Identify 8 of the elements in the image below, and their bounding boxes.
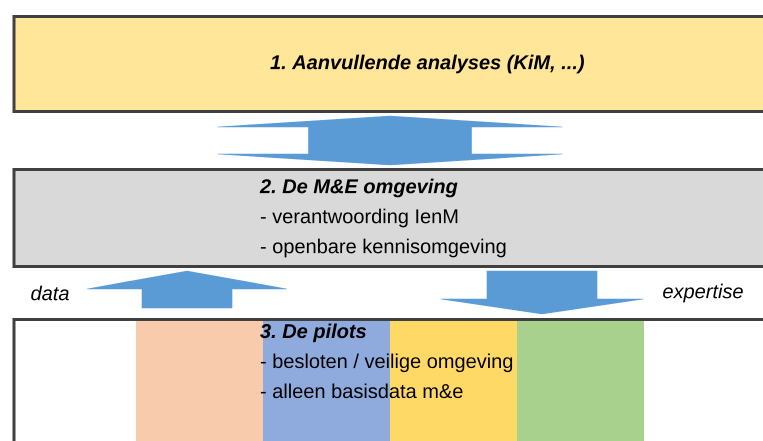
- double-block-arrow: [217, 116, 563, 166]
- block-arrow: [440, 270, 644, 314]
- block-arrow: [86, 270, 288, 308]
- analysis-box: 1. Aanvullende analyses (KiM, ...): [12, 15, 763, 113]
- side-label: data: [31, 286, 69, 300]
- environment-box: 2. De M&E omgeving - verantwoording IenM - openbare kennisomgeving: [12, 168, 763, 268]
- side-label: expertise: [663, 284, 743, 302]
- pilot-box: 3. De pilots - besloten / veilige omgeving - alleen basisdata m&e: [12, 318, 763, 441]
